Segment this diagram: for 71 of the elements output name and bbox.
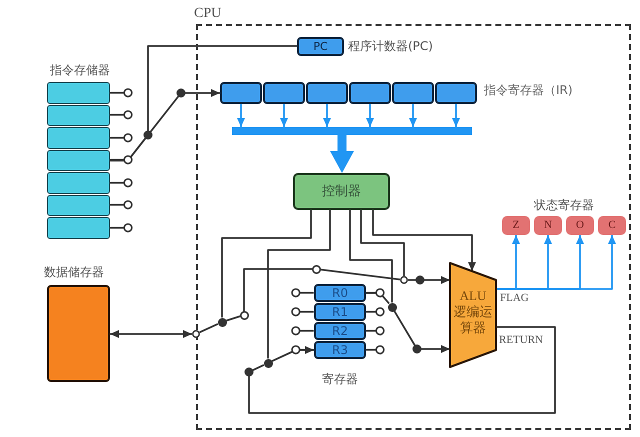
- connector-line: [199, 323, 218, 334]
- controller-box: [293, 173, 390, 210]
- arrow: [496, 235, 616, 290]
- memory-cell: [47, 127, 110, 148]
- flag-box: [534, 216, 562, 235]
- open-circle-icon: [192, 330, 200, 338]
- memory-cell: [47, 217, 110, 238]
- register-box: [314, 322, 366, 340]
- bus-bar: [232, 127, 472, 135]
- connector-line: [248, 326, 556, 414]
- flag-box: [502, 216, 530, 235]
- arrow: [237, 104, 245, 127]
- memory-cell: [47, 194, 110, 216]
- edge-label: FLAG: [500, 292, 529, 304]
- register-name: R1: [332, 305, 348, 319]
- flag-box: [598, 216, 626, 235]
- memory-cell: [47, 172, 110, 194]
- arrow: [330, 135, 354, 173]
- connector-line: [349, 210, 393, 302]
- memory-cell: [47, 150, 110, 171]
- flag-letter: Z: [512, 219, 520, 232]
- register-box: [314, 341, 366, 359]
- arrow: [280, 104, 288, 127]
- alu-label: ALU 逻编运算器: [453, 288, 493, 336]
- memory-cell: [47, 82, 110, 104]
- arrow: [394, 310, 450, 353]
- connector-line: [360, 210, 405, 276]
- instruction-register-cell: [306, 82, 348, 104]
- instruction-register-cell: [349, 82, 391, 104]
- arrow: [110, 330, 192, 338]
- junction-dot-icon: [218, 318, 226, 326]
- connector-line: [226, 268, 400, 322]
- register-group-label: 寄存器: [321, 372, 359, 387]
- flag-letter: C: [608, 219, 616, 232]
- register-name: R2: [332, 324, 348, 338]
- open-circle-icon: [400, 276, 408, 284]
- register-name: R0: [332, 286, 348, 300]
- register-caption: 指令寄存器（IR): [484, 83, 573, 98]
- arrow: [372, 210, 476, 272]
- junction-dot-icon: [388, 302, 396, 312]
- flag-letter: O: [576, 219, 584, 232]
- instruction-register-cell: [392, 82, 434, 104]
- register-name: PC: [313, 40, 328, 53]
- edge-label: RETURN: [499, 334, 543, 346]
- arrow: [110, 89, 220, 162]
- instruction-register-cell: [263, 82, 305, 104]
- flag-letter: N: [544, 219, 552, 232]
- arrow: [366, 104, 374, 127]
- flag-box: [566, 216, 594, 235]
- arrow: [409, 104, 417, 127]
- memory-label: 指令存储器: [50, 63, 110, 78]
- connector-line: [366, 292, 390, 304]
- memory-cell: [47, 104, 110, 126]
- junction-dot-icon: [264, 358, 272, 368]
- connector-line: [221, 210, 312, 318]
- register-box: [314, 303, 366, 321]
- connector-line: [267, 210, 331, 358]
- arrow: [452, 104, 460, 127]
- register-name: R3: [332, 343, 348, 357]
- arrow: [272, 346, 314, 362]
- status-register-label: 状态寄存器: [533, 198, 595, 213]
- register-caption: 程序计数器(PC): [348, 39, 433, 54]
- cpu-label: CPU: [194, 6, 222, 22]
- arrow: [408, 276, 450, 284]
- register-box: [314, 284, 366, 302]
- controller-label: 控制器: [322, 184, 361, 200]
- instruction-register-cell: [220, 82, 262, 104]
- data-memory-label: 数据储存器: [44, 265, 104, 280]
- alu-trapezoid: [449, 262, 497, 368]
- instruction-register-cell: [435, 82, 477, 104]
- arrow: [323, 104, 331, 127]
